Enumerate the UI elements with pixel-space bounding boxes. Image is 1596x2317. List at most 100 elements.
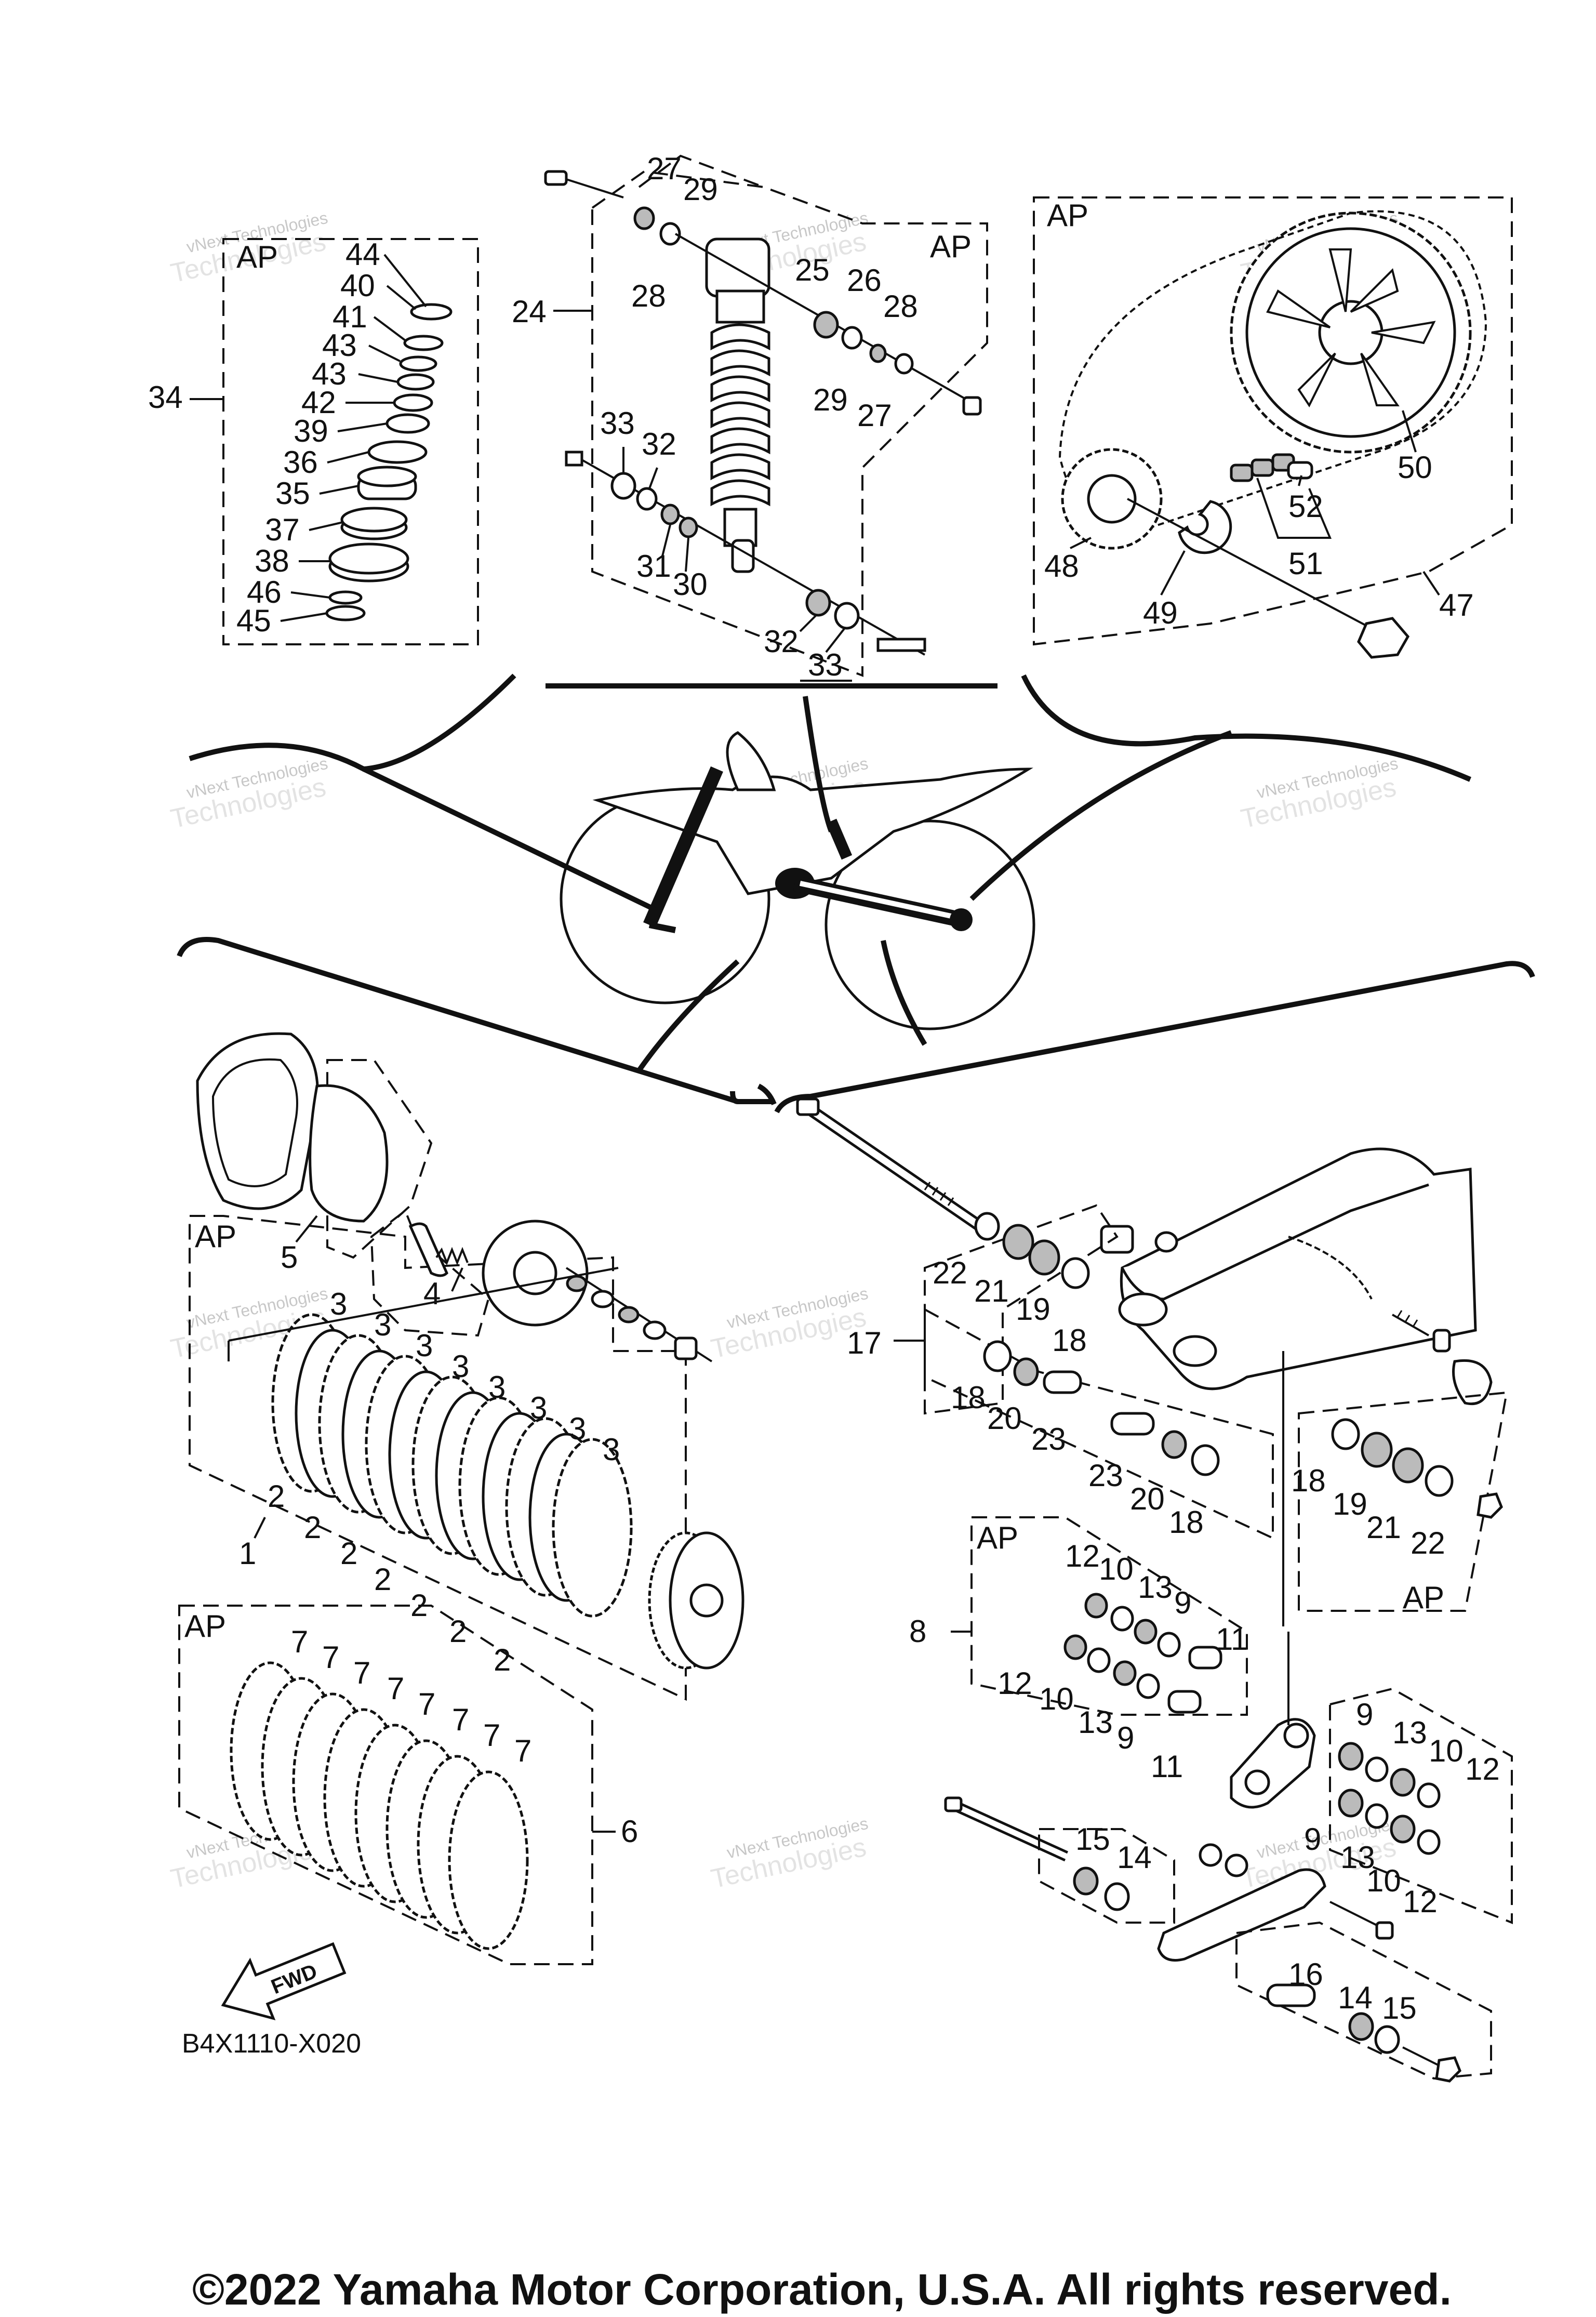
- callout-24: 24: [512, 294, 547, 329]
- connecting-rod-group: 15 14 16 14 15: [944, 1796, 1492, 2083]
- callout-46: 46: [247, 575, 282, 610]
- ap-label: AP: [236, 240, 278, 274]
- rear-wheel: [824, 819, 1035, 1030]
- callout-49: 49: [1143, 595, 1178, 630]
- callout-18d: 18: [1291, 1463, 1326, 1498]
- callout-16: 16: [1288, 1957, 1323, 1992]
- callout-22: 22: [933, 1255, 967, 1290]
- group-box-34: [222, 238, 479, 645]
- connecting-rod: [1157, 1868, 1326, 1962]
- callout-11: 11: [1216, 1622, 1248, 1657]
- callout-34: 34: [148, 380, 183, 415]
- callout-13d: 13: [1340, 1840, 1375, 1875]
- callout-28: 28: [631, 279, 666, 313]
- callout-15: 15: [1075, 1822, 1110, 1857]
- callout-2b: 2: [304, 1510, 321, 1545]
- callout-14: 14: [1117, 1840, 1152, 1875]
- callout-23: 23: [1031, 1422, 1066, 1457]
- callout-7c: 7: [353, 1656, 370, 1690]
- callout-4: 4: [423, 1276, 441, 1311]
- callout-14b: 14: [1338, 1980, 1373, 2015]
- callout-7f: 7: [452, 1702, 469, 1737]
- ap-label: AP: [1047, 198, 1088, 233]
- callout-2g: 2: [494, 1643, 511, 1677]
- callout-19: 19: [1016, 1292, 1050, 1327]
- callout-25: 25: [795, 253, 830, 287]
- callout-3d: 3: [452, 1349, 469, 1384]
- callout-29: 29: [683, 172, 718, 207]
- callout-1: 1: [239, 1536, 256, 1571]
- callout-33b: 33: [808, 647, 843, 682]
- callout-7b: 7: [322, 1640, 339, 1675]
- callout-15b: 15: [1382, 1991, 1417, 2025]
- group-box-6: [178, 1605, 593, 1965]
- callout-18c: 18: [1169, 1505, 1204, 1540]
- callout-9b: 9: [1117, 1720, 1134, 1755]
- callout-13c: 13: [1392, 1715, 1427, 1750]
- callout-3e: 3: [488, 1370, 506, 1405]
- callout-2d: 2: [374, 1562, 391, 1597]
- callout-32: 32: [642, 427, 676, 461]
- callout-22b: 22: [1411, 1526, 1445, 1560]
- ap-label: AP: [184, 1609, 226, 1644]
- callout-9c: 9: [1356, 1697, 1373, 1732]
- ring-44: [410, 303, 453, 321]
- callout-21: 21: [974, 1274, 1009, 1308]
- callout-32b: 32: [764, 624, 799, 659]
- callout-18: 18: [1052, 1323, 1087, 1358]
- callout-12c: 12: [1465, 1752, 1500, 1786]
- nut: [1357, 617, 1410, 659]
- callout-27: 27: [647, 151, 682, 186]
- callout-20: 20: [987, 1401, 1022, 1436]
- clutch-plates: [271, 1313, 633, 1618]
- callout-12d: 12: [1403, 1884, 1438, 1919]
- callout-31: 31: [636, 549, 671, 584]
- clutch-group: AP 5 4: [189, 1032, 744, 1701]
- steering-bearing-group: AP 34 44 40 41 43 43 42 39 36 35 37 38 4…: [148, 237, 479, 645]
- callout-7d: 7: [387, 1671, 404, 1706]
- callout-3g: 3: [569, 1411, 586, 1446]
- callout-7g: 7: [483, 1718, 500, 1753]
- callout-10d: 10: [1366, 1863, 1401, 1898]
- callout-9d: 9: [1304, 1822, 1321, 1857]
- callout-29b: 29: [813, 382, 848, 417]
- callout-18b: 18: [951, 1380, 986, 1415]
- callout-51: 51: [1288, 546, 1323, 581]
- callout-20b: 20: [1130, 1481, 1165, 1516]
- drive-chain-group: AP 50 52 51 48: [1033, 196, 1513, 659]
- callout-44: 44: [345, 237, 380, 272]
- callout-23b: 23: [1088, 1458, 1123, 1493]
- callout-10b: 10: [1039, 1682, 1074, 1716]
- fwd-arrow-icon: FWD: [221, 1942, 347, 2021]
- ap-label: AP: [195, 1219, 236, 1254]
- callout-38: 38: [255, 544, 289, 578]
- callout-13: 13: [1138, 1570, 1173, 1605]
- callout-10: 10: [1099, 1552, 1134, 1586]
- group-box-24: [591, 170, 988, 677]
- callout-19b: 19: [1333, 1487, 1367, 1521]
- ap-label: AP: [930, 229, 972, 264]
- callout-28b: 28: [883, 289, 918, 324]
- callout-37: 37: [265, 512, 300, 547]
- callout-8: 8: [909, 1614, 926, 1649]
- callout-3c: 3: [416, 1328, 433, 1363]
- copyright-text: ©2022 Yamaha Motor Corporation, U.S.A. A…: [192, 2265, 1452, 2314]
- callout-47: 47: [1439, 588, 1474, 623]
- callout-7h: 7: [514, 1733, 531, 1768]
- callout-36: 36: [283, 445, 318, 480]
- group-box-47: [1033, 196, 1513, 646]
- callout-21b: 21: [1366, 1510, 1401, 1545]
- ap-label: AP: [977, 1520, 1018, 1555]
- callout-3: 3: [330, 1287, 347, 1321]
- callout-33: 33: [600, 406, 635, 441]
- callout-3h: 3: [603, 1432, 620, 1467]
- callout-39: 39: [294, 414, 328, 448]
- ap-label: AP: [1403, 1580, 1444, 1615]
- callout-40: 40: [340, 268, 375, 303]
- callout-41: 41: [332, 299, 367, 334]
- callout-6: 6: [621, 1814, 638, 1849]
- callout-35: 35: [275, 476, 310, 511]
- callout-2: 2: [268, 1479, 285, 1514]
